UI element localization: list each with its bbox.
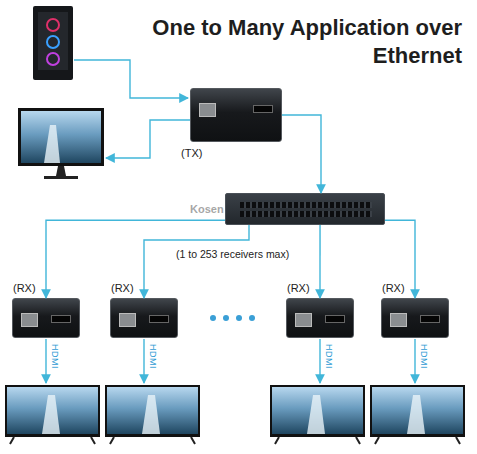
ellipsis-dot xyxy=(236,315,242,321)
waterfall xyxy=(42,395,60,434)
tv-feet xyxy=(110,437,195,444)
tv-frame xyxy=(5,385,100,437)
tv xyxy=(270,385,365,444)
tv-screen xyxy=(107,387,198,434)
device-label: (RX) xyxy=(13,282,36,294)
device-label: (RX) xyxy=(111,282,134,294)
tv xyxy=(5,385,100,444)
signal-name: HDMI xyxy=(419,344,429,369)
tv-screen xyxy=(372,387,463,434)
monitor-base xyxy=(44,176,78,179)
waterfall xyxy=(142,395,160,434)
receiver-box: (RX) xyxy=(110,298,178,338)
ellipsis-dot xyxy=(223,315,229,321)
monitor-frame xyxy=(18,108,104,166)
hdmi-wire xyxy=(319,339,320,383)
watermark-text: Kosen xyxy=(190,203,224,215)
capacity-note: (1 to 253 receivers max) xyxy=(176,248,289,260)
device-label: (RX) xyxy=(382,282,405,294)
waterfall xyxy=(407,395,425,434)
signal-name: HDMI xyxy=(50,344,60,369)
transmitter-box: (TX) xyxy=(190,88,282,142)
hdmi-wire xyxy=(414,339,415,383)
monitor-screen xyxy=(21,111,101,163)
tv-frame xyxy=(270,385,365,437)
receiver-box: (RX) xyxy=(381,298,449,338)
network-cable xyxy=(385,220,415,298)
tv-frame xyxy=(370,385,465,437)
tv xyxy=(105,385,200,444)
pc-panel xyxy=(38,12,68,70)
pc-tower xyxy=(33,6,73,80)
pc-fan xyxy=(47,53,59,65)
tv-feet xyxy=(275,437,360,444)
network-switch: Kosen xyxy=(225,193,385,225)
ellipsis-dot xyxy=(210,315,216,321)
diagram-title: One to Many Application over Ethernet xyxy=(150,14,462,70)
network-cable xyxy=(282,115,321,193)
device-label: (RX) xyxy=(287,282,310,294)
tv-frame xyxy=(105,385,200,437)
network-cable xyxy=(144,225,249,298)
signal-name: HDMI xyxy=(324,344,334,369)
video-wire xyxy=(106,120,190,158)
hdmi-wire xyxy=(143,339,144,383)
waterfall xyxy=(44,125,60,163)
hdmi-wire xyxy=(45,339,46,383)
tv xyxy=(370,385,465,444)
network-cable xyxy=(319,225,320,298)
receiver-box: (RX) xyxy=(286,298,354,338)
monitor-stand xyxy=(56,166,66,176)
tv-feet xyxy=(375,437,460,444)
tv-screen xyxy=(272,387,363,434)
ellipsis-dot xyxy=(249,315,255,321)
network-cable xyxy=(46,220,225,298)
pc-fan xyxy=(47,36,59,48)
pc-fan xyxy=(47,19,59,31)
receiver-box: (RX) xyxy=(12,298,80,338)
tv-screen xyxy=(7,387,98,434)
tv-feet xyxy=(10,437,95,444)
device-label: (TX) xyxy=(181,147,202,159)
video-wire xyxy=(74,60,188,98)
signal-name: HDMI xyxy=(148,344,158,369)
waterfall xyxy=(307,395,325,434)
